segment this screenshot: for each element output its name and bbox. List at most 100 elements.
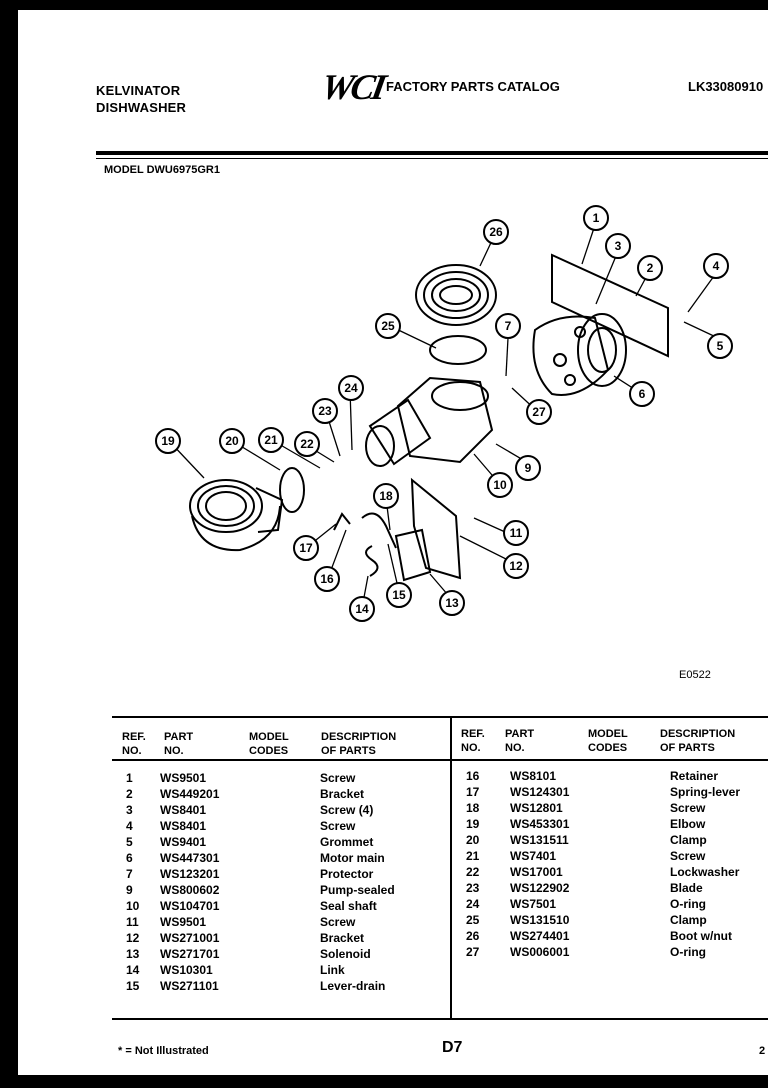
callout-11: 11 [510,526,523,540]
part-cell: WS447301 [160,851,220,865]
part-cell: WS122902 [510,881,570,895]
header-rule [96,151,768,155]
ref-cell: 21 [466,849,480,863]
exploded-parts-diagram: 1 2 3 4 5 6 7 9 10 11 12 13 14 15 16 17 … [155,205,733,622]
part-cell: WS8101 [510,769,557,783]
table-column-divider [450,716,452,1018]
desc-cell: Screw (4) [320,803,374,817]
part-cell: WS449201 [160,787,220,801]
spring-part [333,512,351,531]
page-border-top [0,0,768,10]
callout-14: 14 [355,602,369,616]
ref-cell: 17 [466,785,480,799]
part-cell: WS12801 [510,801,563,815]
part-cell: WS8401 [160,819,207,833]
callout-12: 12 [509,559,523,573]
callout-25: 25 [381,319,395,333]
ref-cell: 22 [466,865,480,879]
desc-cell: O-ring [670,897,706,911]
ref-cell: 24 [466,897,480,911]
wci-logo: WCI [318,67,387,107]
ref-cell: 20 [466,833,480,847]
desc-cell: Pump-sealed [320,883,395,897]
part-cell: WS800602 [160,883,220,897]
desc-cell: Screw [320,915,356,929]
table-row: 14 WS10301 Link [126,963,446,979]
callout-20: 20 [225,434,239,448]
part-cell: WS271001 [160,931,220,945]
desc-cell: Elbow [670,817,706,831]
desc-cell: Protector [320,867,374,881]
part-cell: WS9501 [160,915,207,929]
ref-cell: 1 [126,771,133,785]
callout-5: 5 [717,339,724,353]
brand-name: KELVINATOR [96,83,181,98]
table-row: 15 WS271101 Lever-drain [126,979,446,995]
desc-cell: Lever-drain [320,979,386,993]
table-row: 17 WS124301 Spring-lever [466,785,766,801]
callout-6: 6 [639,387,646,401]
lever-part [361,512,397,549]
part-cell: WS271701 [160,947,220,961]
desc-cell: Bracket [320,931,365,945]
table-row: 24 WS7501 O-ring [466,897,766,913]
desc-cell: Screw [670,849,706,863]
desc-cell: Screw [320,771,356,785]
link-part [365,545,379,577]
part-cell: WS124301 [510,785,570,799]
desc-cell: Screw [670,801,706,815]
ref-cell: 16 [466,769,480,783]
callout-27: 27 [532,405,546,419]
part-cell: WS104701 [160,899,220,913]
part-cell: WS7501 [510,897,557,911]
part-cell: WS10301 [160,963,213,977]
ref-cell: 15 [126,979,140,993]
callout-24: 24 [344,381,358,395]
callout-19: 19 [161,434,175,448]
bracket-small-part [410,477,462,580]
ref-cell: 4 [126,819,133,833]
desc-cell: Spring-lever [670,785,741,799]
ref-cell: 27 [466,945,480,959]
desc-cell: Link [320,963,345,977]
header-rule-thin [96,158,768,159]
desc-cell: Lockwasher [670,865,740,879]
table-row: 16 WS8101 Retainer [466,769,766,785]
callout-13: 13 [445,596,459,610]
callout-18: 18 [379,489,393,503]
desc-cell: Motor main [320,851,385,865]
part-cell: WS131510 [510,913,570,927]
ref-cell: 19 [466,817,480,831]
desc-cell: Retainer [670,769,719,783]
callout-22: 22 [300,437,314,451]
part-cell: WS271101 [160,979,219,993]
part-cell: WS9501 [160,771,207,785]
callout-23: 23 [318,404,332,418]
callout-4: 4 [713,259,720,273]
solenoid-part [394,528,432,582]
part-cell: WS274401 [510,929,570,943]
pump-part [365,376,494,467]
ref-cell: 14 [126,963,140,977]
ref-cell: 13 [126,947,140,961]
footnote: * = Not Illustrated [118,1045,209,1057]
ref-cell: 26 [466,929,480,943]
desc-cell: Grommet [320,835,374,849]
callout-15: 15 [392,588,406,602]
motor-part [532,313,627,396]
